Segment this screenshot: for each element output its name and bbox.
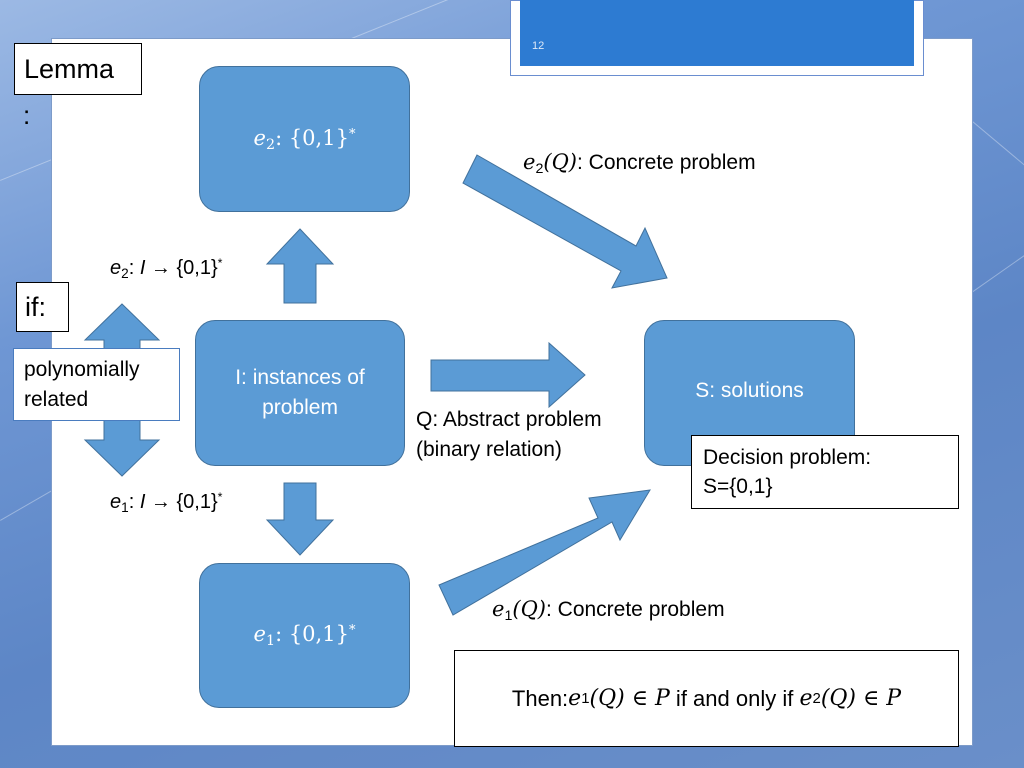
if-label: if:: [16, 282, 69, 332]
e1-mapping-label: e1: I → {0,1}*: [110, 490, 223, 515]
arrow-e2-concrete: [462, 154, 668, 289]
e2-binary-label: e2: {0,1}*: [253, 125, 356, 153]
e2-binary-box: e2: {0,1}*: [199, 66, 410, 212]
e1-concrete-label: e1(Q): Concrete problem: [492, 597, 725, 624]
instances-line1: I: instances of: [235, 365, 365, 389]
side-note-line1: polynomially: [24, 358, 140, 381]
e2-concrete-label: e2(Q): Concrete problem: [523, 150, 756, 177]
arrow-up-to-e2: [265, 228, 335, 304]
if-label-text: if:: [25, 292, 47, 322]
decision-problem-note: Decision problem: S={0,1}: [691, 435, 959, 509]
arrow-e1-concrete: [438, 489, 651, 616]
side-note-line2: related: [24, 388, 89, 411]
title-banner: [520, 0, 914, 66]
conclusion-iff: if and only if: [669, 685, 800, 711]
decision-line1: Decision problem:: [703, 446, 872, 469]
conclusion-e1-sub: 1: [581, 690, 590, 707]
conclusion-e2-arg: (Q) ∈ P: [820, 686, 902, 711]
lemma-heading-text: Lemma: [24, 54, 115, 84]
e1-binary-box: e1: {0,1}*: [199, 563, 410, 708]
lemma-colon: :: [23, 100, 31, 130]
conclusion-e1: e: [568, 686, 582, 711]
arrow-down-to-e1: [265, 482, 335, 556]
lemma-heading: Lemma: [14, 43, 142, 95]
e2-mapping-label: e2: I → {0,1}*: [110, 256, 223, 281]
page-number: 12: [532, 40, 545, 52]
polynomially-related-note: polynomially related: [13, 348, 180, 421]
arrow-right-abstract: [430, 341, 586, 409]
conclusion-then: Then:: [511, 685, 569, 711]
conclusion-e1-arg: (Q) ∈ P: [589, 686, 670, 711]
e1-binary-label: e1: {0,1}*: [253, 622, 356, 650]
conclusion-e2-sub: 2: [812, 690, 821, 707]
abstract-line1: Q: Abstract problem: [416, 408, 602, 431]
abstract-line2: (binary relation): [416, 438, 562, 461]
abstract-problem-label: Q: Abstract problem (binary relation): [416, 405, 602, 465]
solutions-label: S: solutions: [695, 378, 804, 402]
instances-line2: problem: [262, 396, 338, 419]
decision-line2: S={0,1}: [703, 475, 773, 498]
conclusion-e2: e: [799, 686, 813, 711]
instances-box: I: instances of problem: [195, 320, 405, 466]
